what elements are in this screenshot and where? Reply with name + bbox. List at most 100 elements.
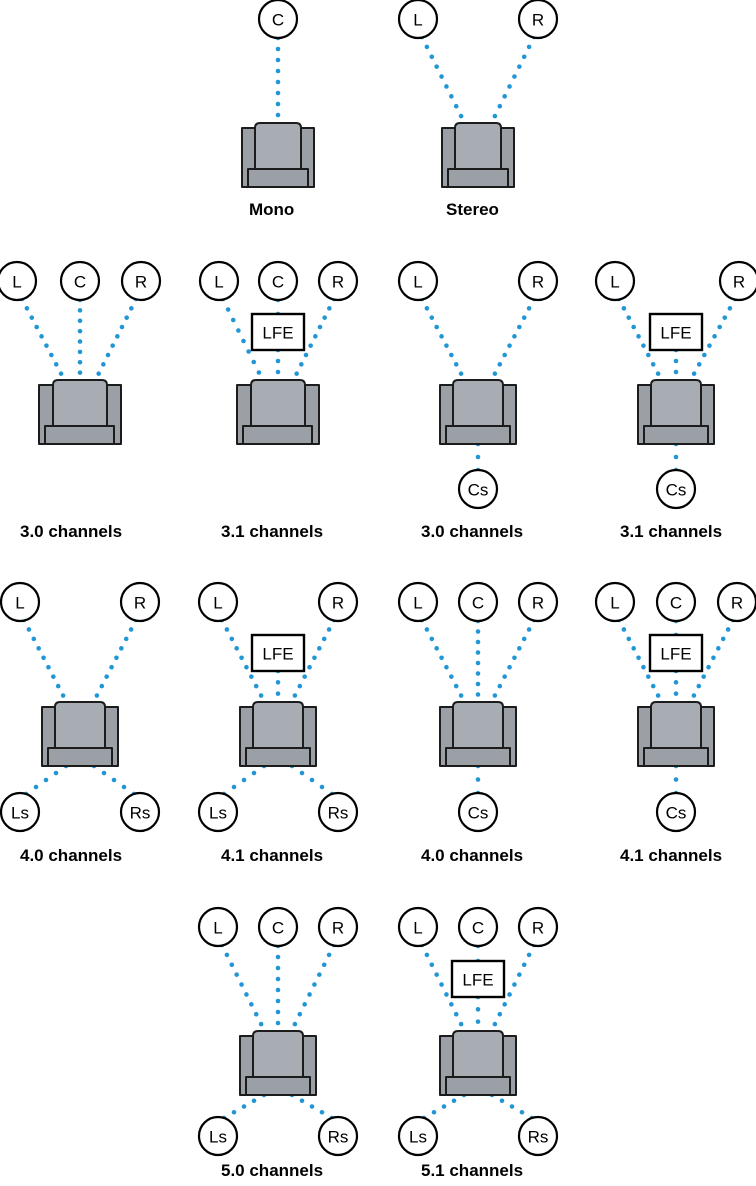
speaker-node[interactable]: L bbox=[397, 0, 439, 40]
speaker-node[interactable]: Rs bbox=[317, 791, 359, 833]
speaker-node-circle[interactable] bbox=[655, 581, 697, 623]
speaker-node-circle[interactable] bbox=[0, 791, 41, 833]
speaker-node-circle[interactable] bbox=[397, 1115, 439, 1157]
lfe-box[interactable] bbox=[250, 633, 306, 673]
speaker-node-circle[interactable] bbox=[655, 791, 697, 833]
speaker-node-circle[interactable] bbox=[397, 260, 439, 302]
speaker-node[interactable]: Ls bbox=[197, 791, 239, 833]
speaker-node[interactable]: Cs bbox=[457, 468, 499, 510]
speaker-node-circle[interactable] bbox=[517, 260, 559, 302]
speaker-node-circle[interactable] bbox=[457, 906, 499, 948]
speaker-node[interactable]: L bbox=[197, 581, 239, 623]
speaker-node[interactable]: Rs bbox=[119, 791, 161, 833]
speaker-node[interactable]: R bbox=[517, 906, 559, 948]
speaker-node-circle[interactable] bbox=[59, 260, 101, 302]
speaker-node-circle[interactable] bbox=[197, 1115, 239, 1157]
speaker-node-circle[interactable] bbox=[594, 581, 636, 623]
speaker-node-circle[interactable] bbox=[257, 260, 299, 302]
connector-dot bbox=[507, 664, 512, 670]
speaker-node-circle[interactable] bbox=[517, 906, 559, 948]
speaker-node-circle[interactable] bbox=[257, 906, 299, 948]
speaker-node[interactable]: L bbox=[0, 581, 41, 623]
speaker-node-circle[interactable] bbox=[120, 260, 162, 302]
speaker-node[interactable]: Ls bbox=[397, 1115, 439, 1157]
lfe-node[interactable]: LFE bbox=[648, 312, 704, 352]
speaker-node-circle[interactable] bbox=[317, 791, 359, 833]
speaker-node[interactable]: R bbox=[317, 581, 359, 623]
speaker-node-circle[interactable] bbox=[397, 0, 439, 40]
speaker-node-circle[interactable] bbox=[198, 260, 240, 302]
speaker-node[interactable]: Cs bbox=[457, 791, 499, 833]
speaker-node[interactable]: R bbox=[517, 0, 559, 40]
speaker-node[interactable]: L bbox=[594, 581, 636, 623]
lfe-box[interactable] bbox=[648, 312, 704, 352]
speaker-node[interactable]: Ls bbox=[197, 1115, 239, 1157]
lfe-box[interactable] bbox=[250, 312, 306, 352]
connector-dot bbox=[104, 674, 109, 679]
speaker-node-circle[interactable] bbox=[397, 581, 439, 623]
speaker-node-circle[interactable] bbox=[457, 791, 499, 833]
speaker-node-circle[interactable] bbox=[197, 791, 239, 833]
lfe-node[interactable]: LFE bbox=[450, 959, 506, 999]
speaker-node[interactable]: L bbox=[397, 906, 439, 948]
speaker-node[interactable]: Rs bbox=[517, 1115, 559, 1157]
speaker-node[interactable]: R bbox=[716, 581, 756, 623]
speaker-node[interactable]: R bbox=[120, 260, 162, 302]
speaker-node-circle[interactable] bbox=[257, 0, 299, 40]
lfe-box[interactable] bbox=[450, 959, 506, 999]
speaker-node[interactable]: Rs bbox=[317, 1115, 359, 1157]
speaker-node-circle[interactable] bbox=[594, 260, 636, 302]
speaker-node[interactable]: L bbox=[594, 260, 636, 302]
speaker-node[interactable]: C bbox=[257, 906, 299, 948]
speaker-node[interactable]: Ls bbox=[0, 791, 41, 833]
connector-dot bbox=[507, 992, 512, 997]
speaker-node-circle[interactable] bbox=[317, 906, 359, 948]
speaker-node-circle[interactable] bbox=[517, 1115, 559, 1157]
speaker-node-circle[interactable] bbox=[457, 581, 499, 623]
speaker-node[interactable]: L bbox=[198, 260, 240, 302]
speaker-node-circle[interactable] bbox=[197, 581, 239, 623]
speaker-node[interactable]: L bbox=[197, 906, 239, 948]
speaker-node[interactable]: C bbox=[457, 906, 499, 948]
speaker-node[interactable]: L bbox=[0, 260, 38, 302]
speaker-node[interactable]: R bbox=[317, 906, 359, 948]
speaker-node-circle[interactable] bbox=[457, 468, 499, 510]
speaker-node-circle[interactable] bbox=[317, 581, 359, 623]
speaker-node[interactable]: C bbox=[59, 260, 101, 302]
connector-dot bbox=[275, 112, 281, 118]
connector-dot bbox=[707, 343, 712, 348]
speaker-node[interactable]: R bbox=[119, 581, 161, 623]
lfe-node[interactable]: LFE bbox=[250, 312, 306, 352]
speaker-node-circle[interactable] bbox=[119, 791, 161, 833]
speaker-node-circle[interactable] bbox=[197, 906, 239, 948]
speaker-node-circle[interactable] bbox=[119, 581, 161, 623]
lfe-box[interactable] bbox=[648, 633, 704, 673]
speaker-node-circle[interactable] bbox=[517, 0, 559, 40]
speaker-node-circle[interactable] bbox=[317, 1115, 359, 1157]
speaker-node-circle[interactable] bbox=[397, 906, 439, 948]
speaker-node-circle[interactable] bbox=[0, 581, 41, 623]
lfe-node[interactable]: LFE bbox=[648, 633, 704, 673]
speaker-node-circle[interactable] bbox=[655, 468, 697, 510]
speaker-node-circle[interactable] bbox=[716, 581, 756, 623]
speaker-node-label: Rs bbox=[328, 1128, 349, 1147]
speaker-node-circle[interactable] bbox=[317, 260, 359, 302]
speaker-node[interactable]: C bbox=[257, 0, 299, 40]
speaker-node[interactable]: L bbox=[397, 581, 439, 623]
speaker-node[interactable]: R bbox=[317, 260, 359, 302]
speaker-node[interactable]: L bbox=[397, 260, 439, 302]
panel-label: 3.0 channels bbox=[421, 522, 523, 541]
speaker-node[interactable]: C bbox=[655, 581, 697, 623]
speaker-node-circle[interactable] bbox=[718, 260, 756, 302]
speaker-node[interactable]: R bbox=[718, 260, 756, 302]
lfe-node[interactable]: LFE bbox=[250, 633, 306, 673]
speaker-node-circle[interactable] bbox=[517, 581, 559, 623]
speaker-node[interactable]: R bbox=[517, 581, 559, 623]
connector-dot bbox=[308, 343, 313, 348]
speaker-node[interactable]: R bbox=[517, 260, 559, 302]
speaker-node[interactable]: Cs bbox=[655, 468, 697, 510]
speaker-node[interactable]: C bbox=[457, 581, 499, 623]
speaker-node[interactable]: Cs bbox=[655, 791, 697, 833]
speaker-node[interactable]: C bbox=[257, 260, 299, 302]
speaker-node-circle[interactable] bbox=[0, 260, 38, 302]
